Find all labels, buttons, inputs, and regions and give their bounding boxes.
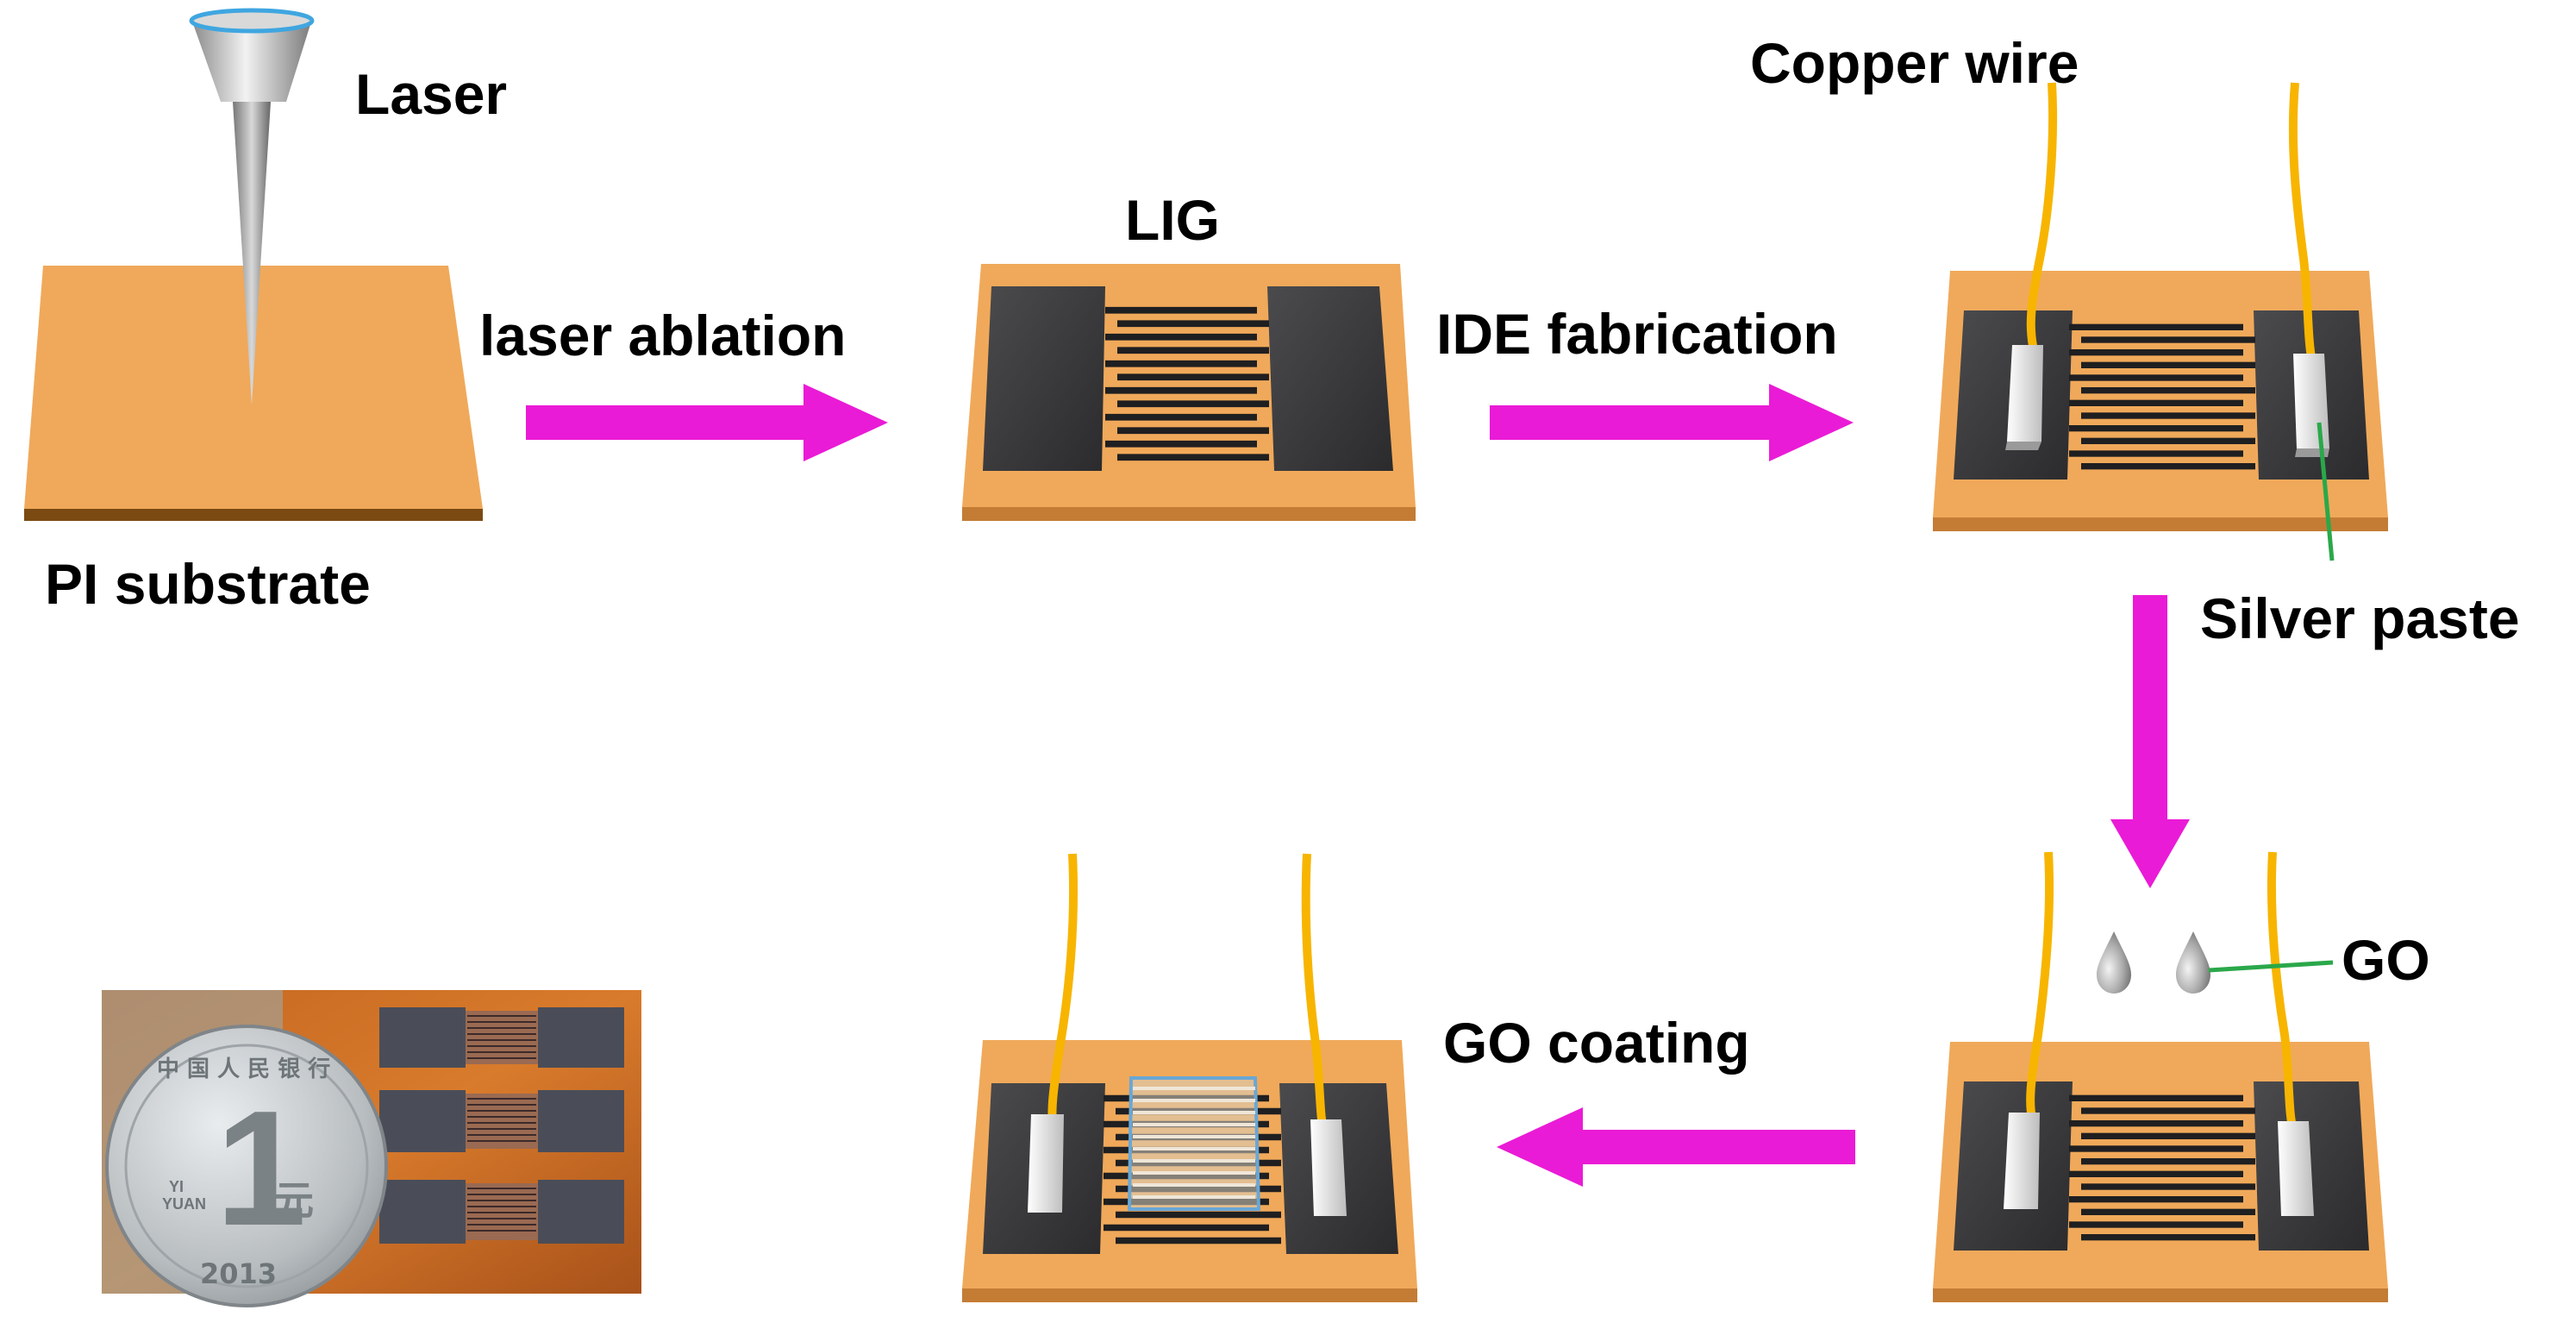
pi-substrate [24,266,483,521]
ide-board [1933,82,2388,531]
electrode-finger [1105,440,1257,448]
electrode-finger [1105,306,1257,314]
electrode-finger [2069,399,2243,406]
lig-label: LIG [1125,188,1220,252]
electrode-finger [2081,361,2255,368]
coin-pinyin-1: YI [169,1178,184,1195]
electrode-finger [2081,387,2255,394]
electrode-finger [2081,1107,2255,1114]
electrode-finger [1117,400,1269,408]
photo-device-stripes [467,1015,536,1232]
electrode-finger [2081,1158,2255,1165]
electrode-finger [1117,347,1269,354]
coin-icon: 1 元 YI YUAN 2013 中 国 人 民 银 行 [105,1025,388,1307]
arrow-down [2110,595,2190,888]
electrode-finger [2081,336,2255,343]
go-pointer [2208,960,2334,973]
silver-paste-label: Silver paste [2200,586,2520,650]
electrode-finger [2069,1094,2243,1101]
arrow-ide-fabrication [1490,384,1854,461]
electrode-finger [1105,386,1257,394]
electrode-finger [2081,412,2255,419]
electrode-finger [2069,349,2243,356]
silver-paste-pointer [2317,422,2335,561]
electrode-finger [1117,373,1269,381]
electrode-finger [1104,1224,1269,1232]
go-droplet-icon [2097,931,2210,994]
go-coated-board [962,853,1417,1302]
coin-pinyin-2: YUAN [162,1195,206,1213]
coin-rim-text: 中 国 人 民 银 行 [157,1056,330,1082]
electrode-finger [1117,427,1269,435]
electrode-finger [1117,320,1269,328]
electrode-finger [2069,425,2243,432]
photo-device-row-2 [379,1090,624,1152]
electrode-finger [1116,1211,1281,1219]
electrode-finger [2069,1120,2243,1127]
go-drop-board [1933,851,2388,1302]
ide-fabrication-label: IDE fabrication [1436,302,1838,366]
copper-wire-label: Copper wire [1750,31,2079,95]
electrode-finger [2069,1196,2243,1203]
electrode-finger [1105,360,1257,367]
laser-head-icon [189,8,315,405]
electrode-finger [2081,1234,2255,1241]
copper-wire-right [2288,82,2317,363]
go-film [1127,1076,1261,1211]
laser-ablation-label: laser ablation [479,304,847,367]
electrode-finger [1105,413,1257,421]
electrode-finger [2069,1170,2243,1177]
electrode-finger [1116,1237,1281,1244]
arrow-go-coating [1497,1107,1855,1187]
electrode-finger [2081,1183,2255,1190]
lig-fingers [1105,306,1269,461]
electrode-finger [1105,333,1257,341]
electrode-finger [1117,454,1269,461]
copper-wire-left [2026,82,2058,355]
lig-board [962,264,1416,521]
electrode-finger [2069,374,2243,381]
electrode-finger [2069,323,2243,330]
lig-pad-right [1267,286,1393,471]
electrode-finger [2081,1208,2255,1215]
coin-denomination: 1 [216,1077,307,1260]
electrode-finger [2069,450,2243,457]
pi-substrate-label: PI substrate [45,552,371,616]
silver-paste-right [2293,354,2329,457]
ide-fingers [2069,323,2255,470]
electrode-finger [2081,1132,2255,1139]
lig-pad-left [983,286,1105,471]
device-photo: 1 元 YI YUAN 2013 中 国 人 民 银 行 [102,990,641,1307]
electrode-finger [2081,463,2255,470]
coin-year: 2013 [200,1257,277,1290]
go-coating-label: GO coating [1443,1011,1750,1075]
electrode-finger [2069,1221,2243,1228]
electrode-finger [2069,1145,2243,1152]
coin-currency: 元 [274,1177,314,1224]
go-film-lines [1133,1087,1255,1199]
arrow-laser-ablation [526,384,888,461]
laser-label: Laser [355,62,507,126]
go-drop-fingers [2069,1094,2255,1241]
go-label: GO [2342,928,2430,992]
electrode-finger [2081,437,2255,444]
photo-device-row-1 [379,1007,624,1068]
silver-paste-left [2005,345,2043,450]
